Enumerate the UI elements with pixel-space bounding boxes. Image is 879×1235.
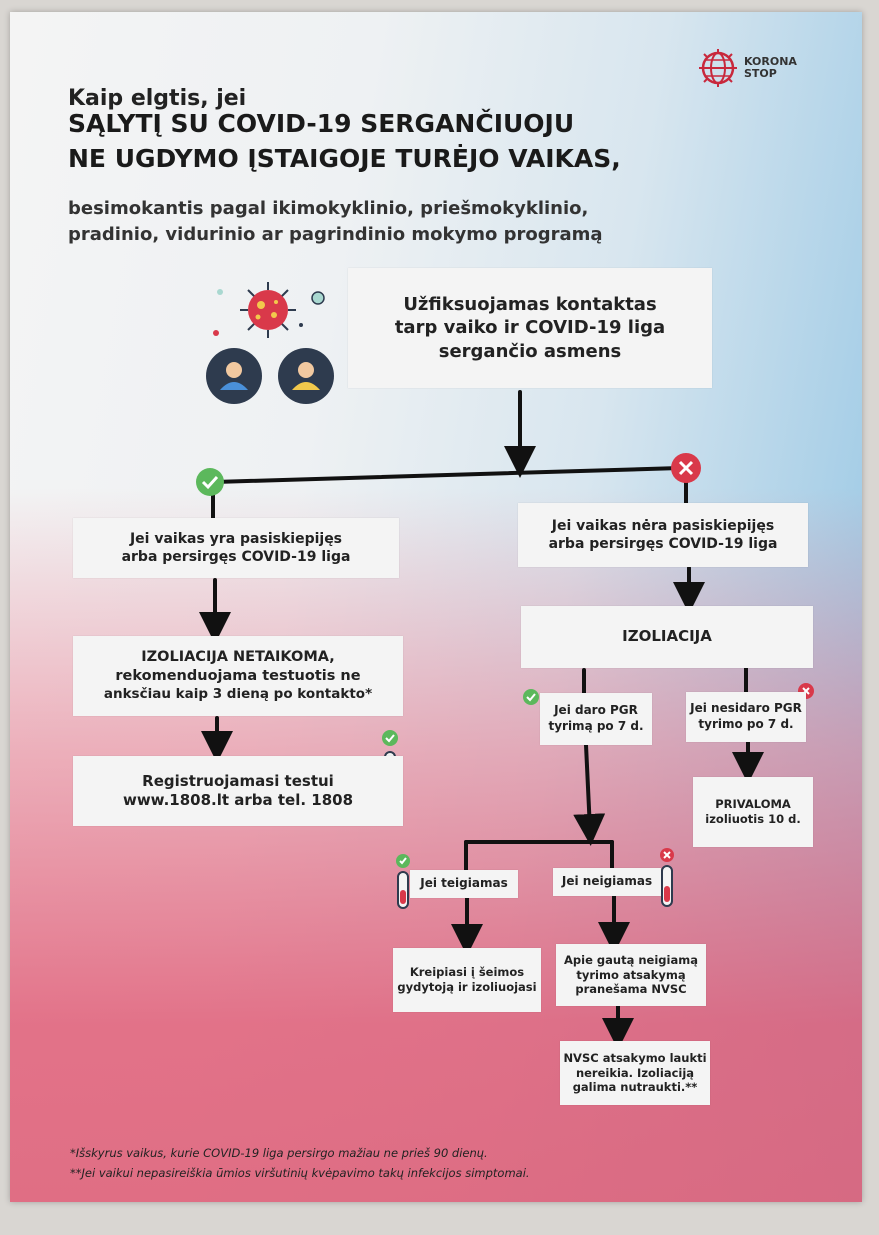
not-vaccinated-line1: Jei vaikas nėra pasiskiepijęs: [551, 517, 775, 534]
no-isolation-box: IZOLIACIJA NETAIKOMA, rekomenduojama tes…: [73, 636, 403, 716]
isolation-box: IZOLIACIJA: [521, 606, 813, 668]
logo-text-top: KORONA: [744, 55, 797, 69]
positive-box: Jei teigiamas: [410, 870, 518, 898]
title-sub-line2: pradinio, vidurinio ar pagrindinio mokym…: [68, 224, 603, 246]
end-isolation-line2: nereikia. Izoliaciją: [575, 1065, 695, 1080]
notify-nvsc-line3: pranešama NVSC: [575, 982, 687, 997]
footnote-two: **Jei vaikui nepasireiškia ūmios viršuti…: [70, 1166, 530, 1180]
isolation-label: IZOLIACIJA: [622, 627, 712, 646]
person-icon-yellow: [278, 348, 334, 404]
mandatory-line1: PRIVALOMA: [715, 797, 791, 812]
vaccinated-line1: Jei vaikas yra pasiskiepijęs: [129, 530, 343, 547]
check-icon-register: [382, 730, 398, 746]
pcr-no-line1: Jei nesidaro PGR: [690, 701, 802, 716]
vaccinated-box: Jei vaikas yra pasiskiepijęs arba persir…: [73, 518, 399, 578]
footnote-one: *Išskyrus vaikus, kurie COVID-19 liga pe…: [70, 1146, 488, 1160]
register-line1: Registruojamasi testui: [142, 771, 334, 790]
no-isolation-line2: rekomenduojama testuotis ne: [115, 668, 361, 685]
register-line2: www.1808.lt arba tel. 1808: [122, 791, 354, 809]
no-isolation-line3: anksčiau kaip 3 dieną po kontakto*: [103, 686, 373, 703]
check-icon-pcr: [523, 689, 539, 705]
not-vaccinated-box: Jei vaikas nėra pasiskiepijęs arba persi…: [518, 503, 808, 567]
contact-doctor-line2: gydytoją ir izoliuojasi: [397, 980, 537, 994]
negative-label: Jei neigiamas: [561, 874, 653, 889]
title-intro: Kaip elgtis, jei: [68, 86, 247, 111]
not-vaccinated-line2: arba persirgęs COVID-19 liga: [548, 536, 778, 552]
positive-label: Jei teigiamas: [420, 876, 508, 891]
person-icon-blue: [206, 348, 262, 404]
contact-line1: Užfiksuojamas kontaktas: [403, 293, 657, 315]
check-icon-positive: [396, 854, 410, 868]
pcr-yes-line1: Jei daro PGR: [554, 703, 638, 718]
notify-nvsc-line1: Apie gautą neigiamą: [564, 952, 698, 967]
virus-icon: [213, 282, 325, 338]
title-main: SĄLYTĮ SU COVID-19 SERGANČIUOJU NE UGDYM…: [68, 106, 768, 176]
contact-doctor-box: Kreipiasi į šeimos gydytoją ir izoliuoja…: [393, 948, 541, 1012]
end-isolation-line3: galima nutraukti.**: [572, 1080, 698, 1095]
globe-icon: [699, 49, 737, 87]
pcr-no-line2: tyrimo po 7 d.: [698, 717, 794, 731]
logo-text-bottom: STOP: [744, 67, 777, 80]
register-box: Registruojamasi testui www.1808.lt arba …: [73, 756, 403, 826]
contact-box: Užfiksuojamas kontaktas tarp vaiko ir CO…: [348, 268, 712, 388]
pcr-yes-box: Jei daro PGR tyrimą po 7 d.: [540, 693, 652, 745]
check-icon: [196, 468, 224, 496]
vaccinated-line2: arba persirgęs COVID-19 liga: [121, 549, 351, 565]
contact-line2: tarp vaiko ir COVID-19 liga: [394, 317, 666, 339]
contact-line3: sergančio asmens: [438, 340, 622, 362]
cross-icon-negative: [660, 848, 674, 862]
mandatory-isolation-box: PRIVALOMA izoliuotis 10 d.: [693, 777, 813, 847]
virus-contact-illustration: [206, 282, 334, 404]
cross-icon: [671, 453, 701, 483]
negative-box: Jei neigiamas: [553, 868, 661, 896]
notify-nvsc-line2: tyrimo atsakymą: [576, 967, 686, 982]
korona-stop-logo: KORONA STOP: [698, 48, 797, 88]
contact-doctor-line1: Kreipiasi į šeimos: [409, 965, 525, 980]
pcr-no-box: Jei nesidaro PGR tyrimo po 7 d.: [686, 692, 806, 742]
title-main-line2: NE UGDYMO ĮSTAIGOJE TURĖJO VAIKAS,: [68, 144, 621, 173]
no-isolation-line1: IZOLIACIJA NETAIKOMA,: [141, 649, 335, 666]
title-main-line1: SĄLYTĮ SU COVID-19 SERGANČIUOJU: [68, 109, 575, 138]
end-isolation-line1: NVSC atsakymo laukti: [563, 1050, 707, 1065]
pcr-yes-line2: tyrimą po 7 d.: [548, 719, 644, 733]
title-sub-line1: besimokantis pagal ikimokyklinio, priešm…: [68, 198, 589, 219]
end-isolation-box: NVSC atsakymo laukti nereikia. Izoliacij…: [560, 1041, 710, 1105]
title-subtitle: besimokantis pagal ikimokyklinio, priešm…: [68, 196, 708, 248]
mandatory-line2: izoliuotis 10 d.: [705, 812, 801, 826]
notify-nvsc-box: Apie gautą neigiamą tyrimo atsakymą pran…: [556, 944, 706, 1006]
